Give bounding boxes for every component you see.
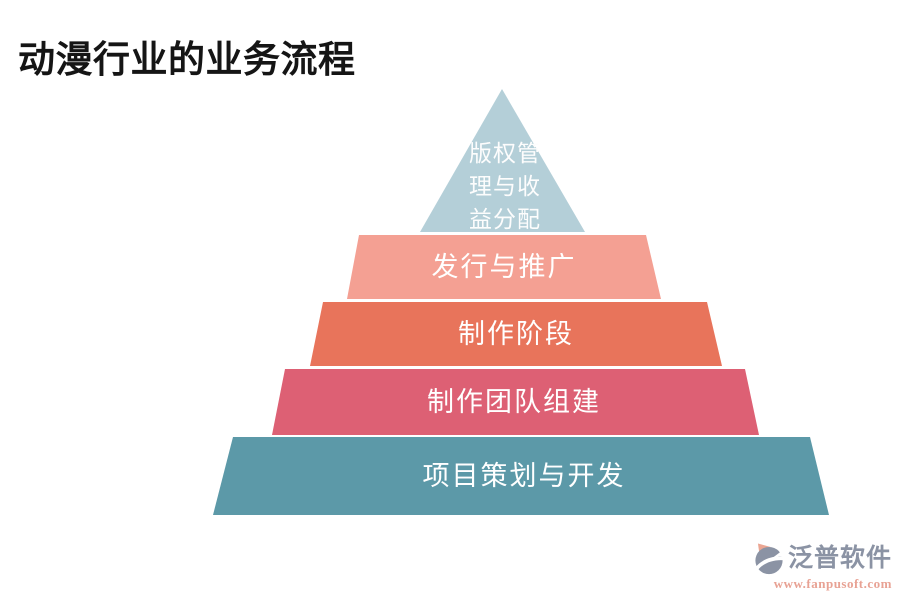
pyramid-level-3-label: 制作阶段: [458, 319, 574, 349]
pyramid-level-4-shape: [272, 369, 759, 435]
pyramid-level-2-shape: [347, 235, 661, 299]
pyramid-level-3-shape: [310, 302, 722, 366]
pyramid-level-1-label-line2: 理与收: [469, 173, 541, 199]
pyramid-level-4-label: 制作团队组建: [427, 387, 601, 417]
pyramid-level-5-label: 项目策划与开发: [423, 461, 626, 491]
watermark-url: www.fanpusoft.com: [773, 576, 892, 591]
fanpu-logo-icon: [755, 543, 786, 575]
pyramid-level-5-shape: [213, 437, 829, 515]
page-title: 动漫行业的业务流程: [18, 39, 356, 80]
pyramid-level-1-label-line1: 版权管: [469, 140, 541, 166]
pyramid-level-1-label-line3: 益分配: [469, 206, 541, 232]
watermark: 泛普软件 www.fanpusoft.com: [752, 541, 892, 592]
pyramid-level-1-shape: [420, 89, 585, 232]
pyramid-level-2-label: 发行与推广: [432, 252, 577, 282]
watermark-brand: 泛普软件: [787, 543, 892, 572]
